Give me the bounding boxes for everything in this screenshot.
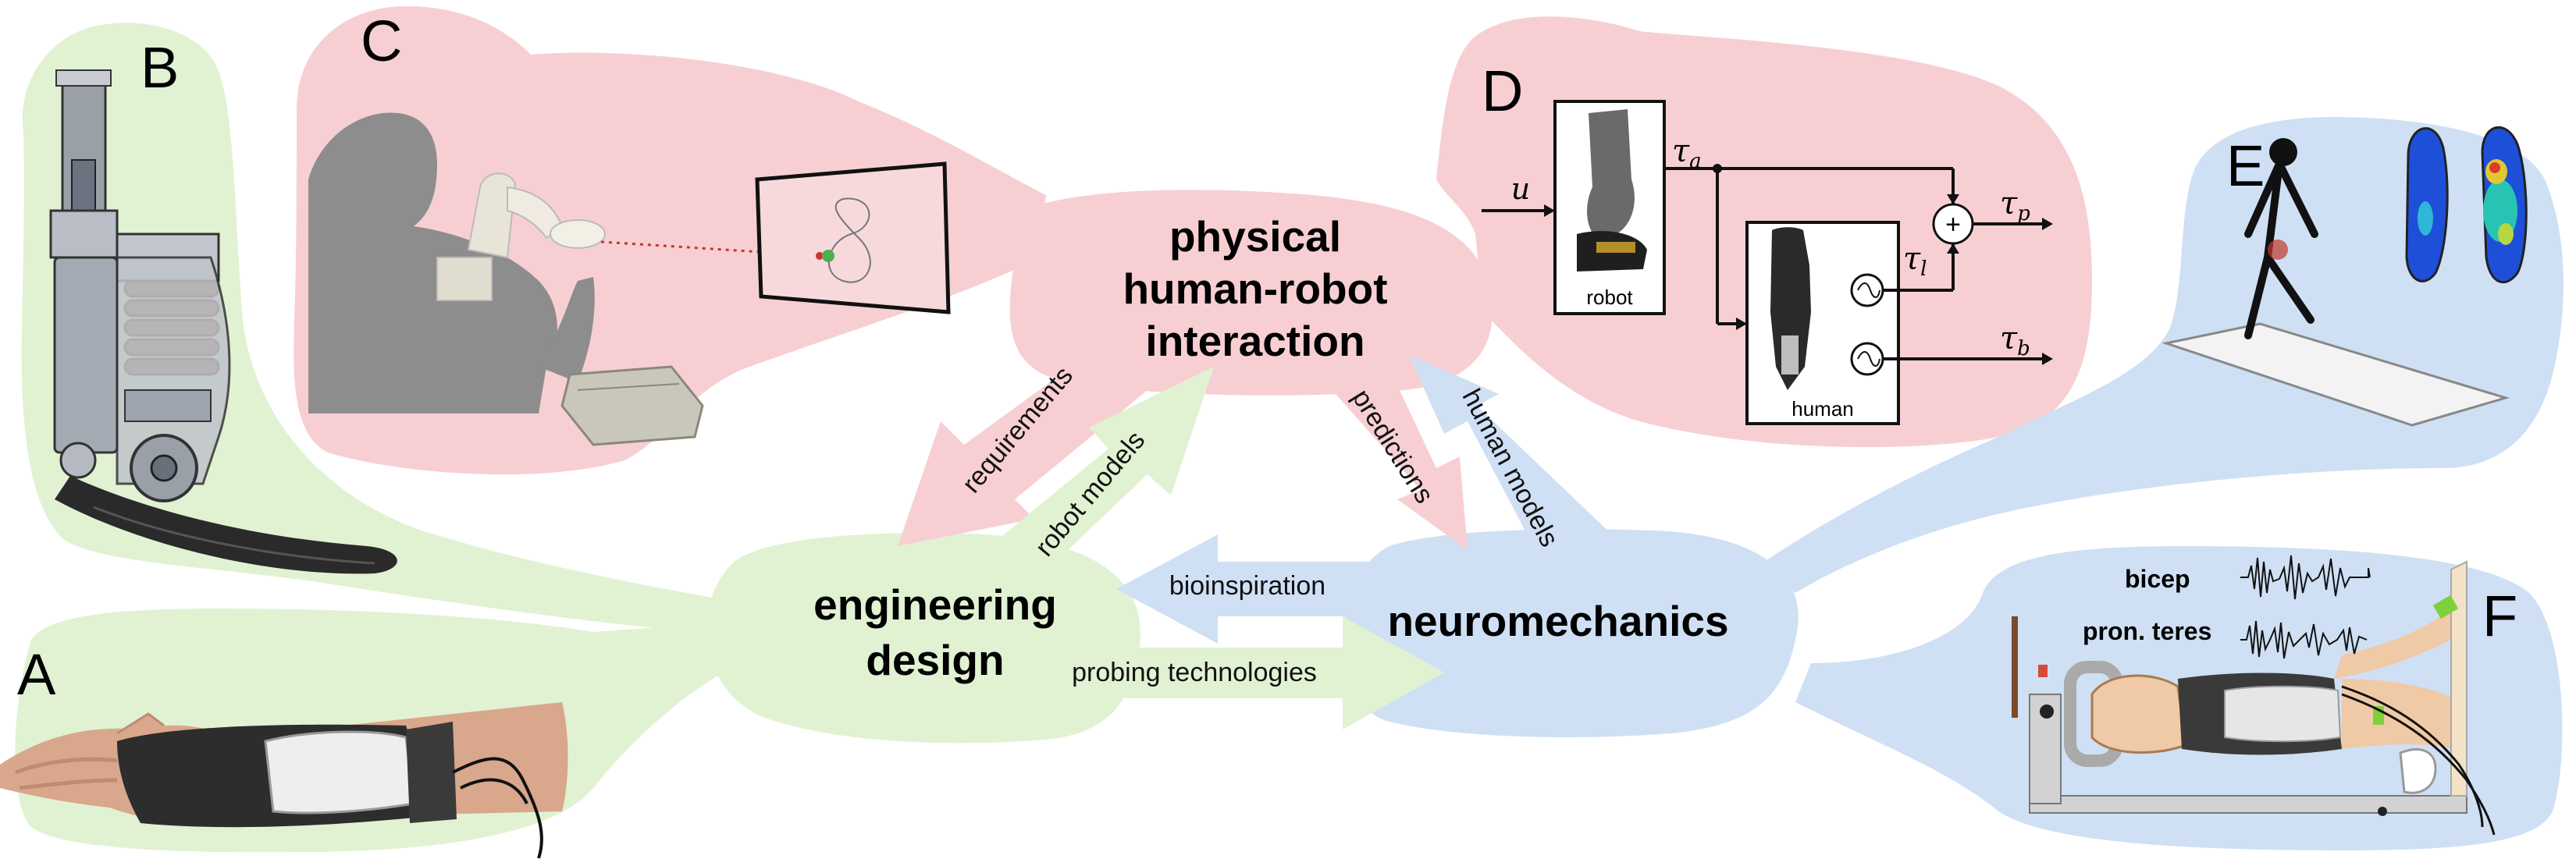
svg-text:+: +: [1945, 210, 1961, 240]
tau-b-label: τb: [2000, 321, 2030, 360]
panel-label-a: A: [17, 642, 56, 707]
input-u-label: u: [1511, 172, 1530, 206]
requirements-arrow: [898, 351, 1147, 546]
bioinspiration-label: bioinspiration: [1169, 571, 1325, 601]
emg-label-pronator: pron. teres: [2083, 617, 2211, 645]
human-models-arrow: [1409, 355, 1616, 570]
emg-trace-pronator: [2240, 620, 2368, 659]
phri-title-line2: human-robot: [1123, 264, 1387, 313]
engineering-design-region: [706, 533, 1140, 744]
ankle-prosthesis-drawing: [49, 69, 397, 574]
human-oscillator-bottom: [1850, 342, 1884, 376]
human-oscillator-top: [1850, 273, 1884, 307]
human-label: human: [1791, 397, 1854, 421]
panel-b-region: [21, 23, 773, 632]
summing-junction: [1932, 203, 1974, 245]
panel-label-d: D: [1482, 59, 1523, 123]
control-block-diagram: robot human + u: [1482, 100, 2053, 425]
robot-label: robot: [1586, 286, 1633, 309]
neuromechanics-title: neuromechanics: [1387, 597, 1728, 645]
display-screen: [755, 161, 951, 314]
forearm-emg-setup: [2012, 555, 2496, 836]
tau-p-label: τp: [2000, 186, 2030, 225]
panel-label-c: C: [361, 9, 402, 73]
subject-robot-scene: [308, 112, 951, 446]
engineering-title-line1: engineering: [813, 580, 1057, 629]
predictions-arrow: [1311, 335, 1468, 550]
probing-arrow: [1038, 616, 1444, 729]
robot-models-arrow: [976, 367, 1214, 593]
neuromechanics-region: [1343, 529, 1799, 737]
emg-label-bicep: bicep: [2125, 565, 2190, 593]
tau-a-label: τa: [1672, 133, 1702, 173]
panel-label-f: F: [2482, 584, 2517, 648]
panel-e-region: [1764, 117, 2564, 593]
gait-model-insoles: [2161, 126, 2528, 427]
engineering-title-line2: design: [866, 636, 1004, 684]
human-block: [1745, 221, 1900, 425]
human-models-label: human models: [1457, 384, 1564, 552]
probing-label: probing technologies: [1072, 658, 1317, 687]
bioinspiration-arrow: [1116, 534, 1374, 644]
emg-trace-bicep: [2240, 555, 2371, 600]
panel-label-e: E: [2226, 133, 2265, 198]
phri-title-line3: interaction: [1145, 317, 1364, 365]
tau-l-label: τl: [1903, 241, 1927, 281]
panel-label-b: B: [141, 35, 179, 100]
phri-title-line1: physical: [1169, 212, 1341, 261]
wrist-orthosis-photo: [0, 702, 568, 859]
